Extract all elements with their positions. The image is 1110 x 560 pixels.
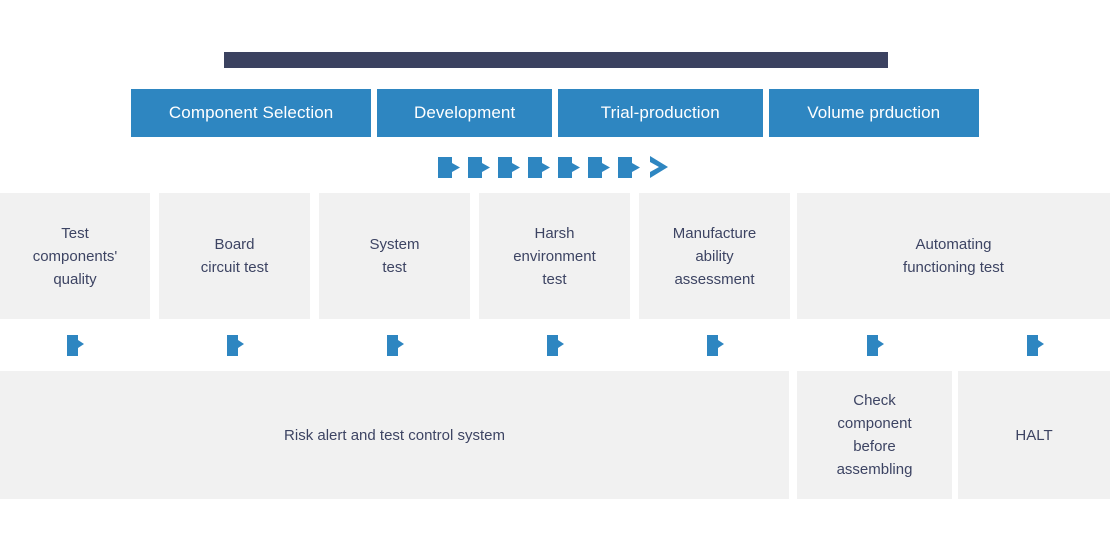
system-label: HALT	[1015, 426, 1053, 444]
chevron-right-icon	[650, 156, 668, 178]
arrow-marker-icon	[707, 335, 724, 356]
phase-label: Volume prduction	[807, 103, 941, 122]
arrow-marker-icon	[67, 335, 84, 356]
arrow-marker-icon	[227, 335, 244, 356]
phase-label: Trial-production	[600, 103, 720, 122]
mini-arrow-icon	[498, 156, 520, 178]
phase-box-trial-production[interactable]: Trial-production	[558, 89, 763, 137]
mini-arrow-icon	[438, 156, 460, 178]
mini-arrow-icon	[618, 156, 640, 178]
phase-label: Development	[414, 103, 516, 122]
arrow-marker-icon	[387, 335, 404, 356]
phase-label: Component Selection	[168, 103, 334, 122]
arrow-marker-icon	[867, 335, 884, 356]
system-label: Risk alert and test control system	[284, 426, 505, 444]
phase-row: Component Selection Development Trial-pr…	[131, 89, 979, 137]
system-card[interactable]: HALT	[958, 371, 1110, 499]
chevron-strip	[438, 155, 673, 179]
system-card[interactable]: Risk alert and test control system	[0, 371, 789, 499]
mini-arrow-icon	[558, 156, 580, 178]
phase-box-development[interactable]: Development	[377, 89, 552, 137]
mini-arrow-icon	[468, 156, 490, 178]
arrow-marker-icon	[547, 335, 564, 356]
header-bar	[224, 52, 888, 68]
arrow-marker-icon	[1027, 335, 1044, 356]
phase-box-volume-production[interactable]: Volume prduction	[768, 89, 979, 137]
phase-box-component-selection[interactable]: Component Selection	[131, 89, 372, 137]
mini-arrow-icon	[528, 156, 550, 178]
mini-arrow-icon	[588, 156, 610, 178]
